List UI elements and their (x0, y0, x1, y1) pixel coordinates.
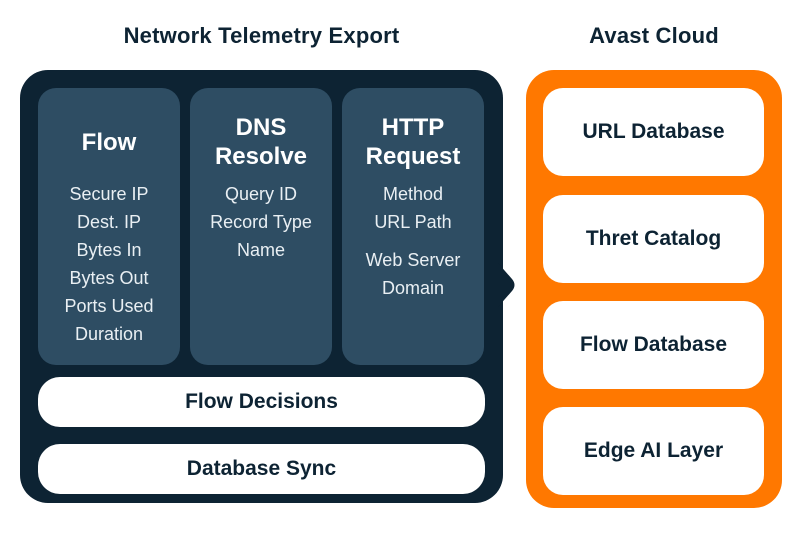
edge-ai-layer-box: Edge AI Layer (543, 407, 764, 495)
telemetry-columns: Flow Secure IP Dest. IP Bytes In Bytes O… (38, 88, 484, 365)
flow-database-box: Flow Database (543, 301, 764, 389)
dns-resolve-column: DNS Resolve Query ID Record Type Name (190, 88, 332, 365)
flow-database-label: Flow Database (579, 333, 728, 356)
database-sync-label: Database Sync (186, 457, 337, 480)
flow-column: Flow Secure IP Dest. IP Bytes In Bytes O… (38, 88, 180, 365)
list-item: Ports Used (64, 296, 154, 316)
dns-resolve-column-header: DNS Resolve (214, 114, 308, 170)
http-request-column: HTTP Request Method URL Path Web Server … (342, 88, 484, 365)
flow-decisions-label: Flow Decisions (185, 390, 338, 413)
list-item: URL Path (374, 212, 452, 232)
http-request-column-header: HTTP Request (365, 114, 461, 170)
avast-cloud-panel: URL Database Thret Catalog Flow Database… (526, 70, 782, 508)
edge-ai-layer-label: Edge AI Layer (583, 439, 724, 462)
dns-resolve-column-items: Query ID Record Type Name (210, 180, 312, 264)
list-item: Query ID (224, 184, 297, 204)
list-item: Name (236, 240, 285, 260)
list-item: Record Type (210, 212, 312, 232)
list-item: Dest. IP (76, 212, 141, 232)
left-panel-title: Network Telemetry Export (123, 23, 400, 48)
list-item: Bytes Out (69, 268, 149, 288)
list-item: Duration (74, 324, 144, 344)
flow-decisions-bar: Flow Decisions (38, 377, 485, 427)
threat-catalog-label: Thret Catalog (585, 227, 722, 250)
list-item: Web Server Domain (365, 250, 461, 298)
url-database-box: URL Database (543, 88, 764, 176)
network-telemetry-panel: Flow Secure IP Dest. IP Bytes In Bytes O… (20, 70, 503, 503)
flow-column-header: Flow (81, 128, 137, 156)
flow-column-items: Secure IP Dest. IP Bytes In Bytes Out Po… (64, 180, 153, 348)
right-panel-title: Avast Cloud (589, 23, 719, 48)
url-database-label: URL Database (582, 120, 725, 143)
list-item: Secure IP (69, 184, 149, 204)
http-request-column-items: Method URL Path Web Server Domain (352, 180, 474, 302)
list-item: Method (382, 184, 444, 204)
right-arrow-connector-icon (498, 263, 515, 307)
list-item: Bytes In (76, 240, 142, 260)
database-sync-bar: Database Sync (38, 444, 485, 494)
threat-catalog-box: Thret Catalog (543, 195, 764, 283)
